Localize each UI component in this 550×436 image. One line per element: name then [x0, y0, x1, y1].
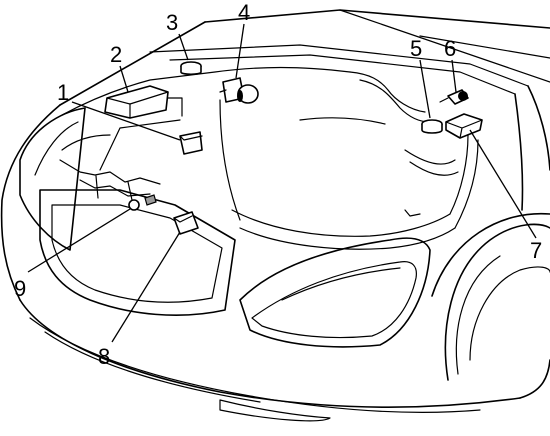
- callout-8: 8: [98, 344, 110, 369]
- leader-lines: [27, 23, 537, 343]
- callout-7: 7: [530, 238, 542, 263]
- callout-6: 6: [444, 36, 456, 61]
- callout-labels: 1 2 3 4 5 6 7 8 9: [14, 0, 542, 369]
- callout-1: 1: [57, 80, 69, 105]
- component-5-cap: [421, 119, 443, 134]
- component-9-sensor: [128, 194, 157, 211]
- component-1-cube: [179, 131, 203, 155]
- component-7-box: [445, 113, 483, 139]
- callout-2: 2: [110, 42, 122, 67]
- component-4-sensor: [219, 77, 259, 104]
- callout-3: 3: [166, 10, 178, 35]
- component-2-box: [104, 85, 183, 119]
- component-3-cap: [180, 61, 202, 76]
- car-body: [0, 9, 550, 422]
- component-8-cube: [173, 211, 199, 235]
- component-6-switch: [439, 89, 469, 105]
- callout-4: 4: [238, 0, 250, 25]
- front-fascia: [19, 107, 431, 348]
- callout-5: 5: [410, 36, 422, 61]
- engine-compartment: [59, 66, 479, 250]
- callout-9: 9: [14, 276, 26, 301]
